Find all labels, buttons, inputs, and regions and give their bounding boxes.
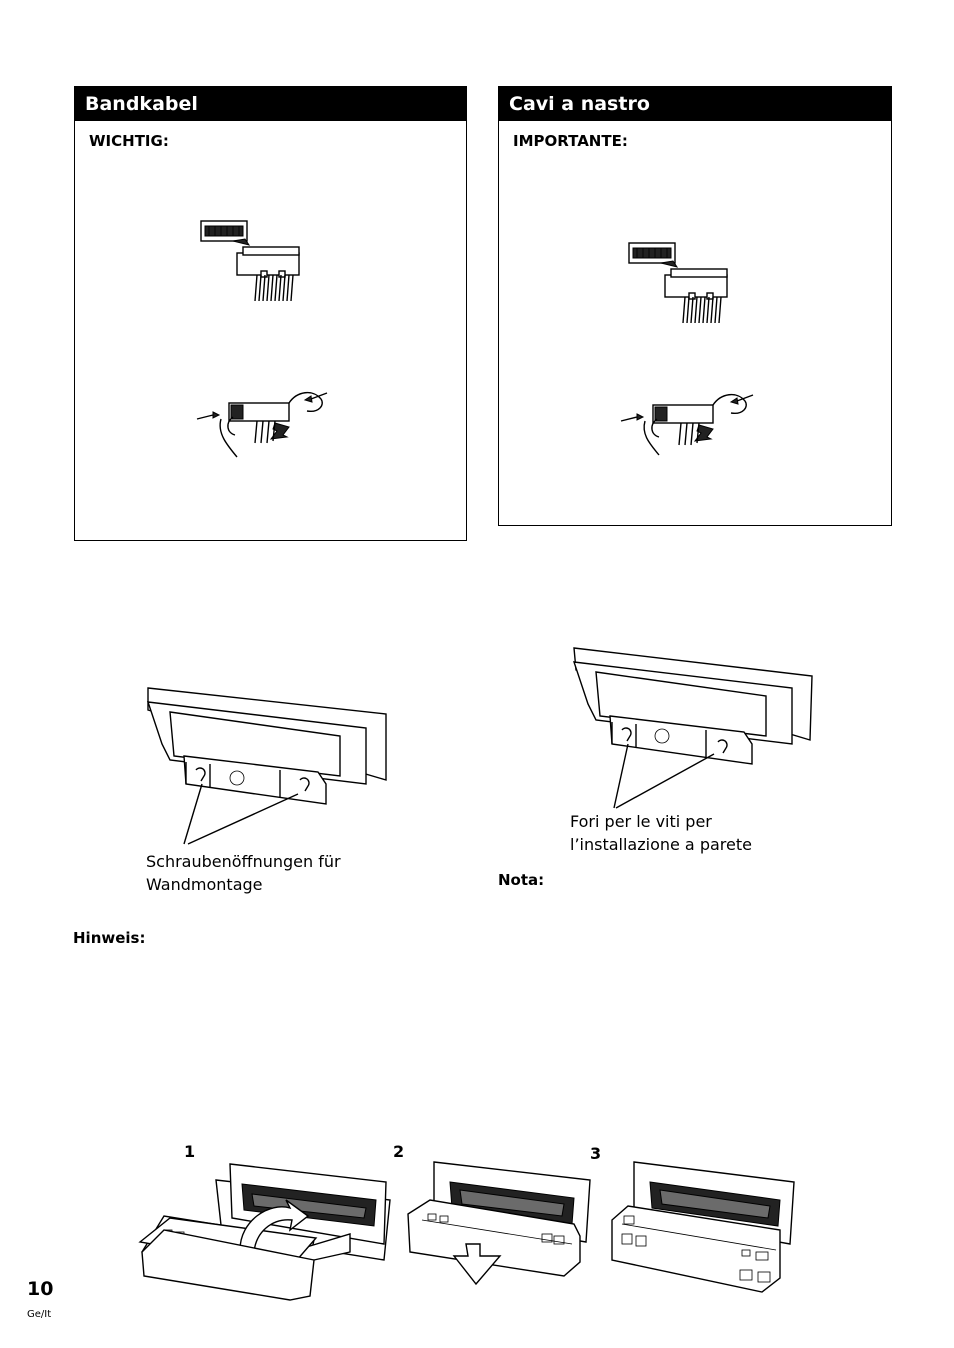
- ribbon-cable-box-italian: Cavi a nastro IMPORTANTE:: [498, 86, 892, 526]
- box-title: Cavi a nastro: [499, 87, 891, 121]
- step-1-illustration: [138, 1163, 391, 1301]
- step-number-3: 3: [590, 1144, 602, 1163]
- connector-insert-illustration: [628, 242, 728, 324]
- connector-remove-illustration: [620, 394, 754, 456]
- note-label-italian: Nota:: [498, 871, 545, 889]
- connector-insert-illustration: [200, 220, 300, 302]
- screw-holes-caption-line2: Wandmontage: [146, 875, 263, 894]
- step-number-1: 1: [184, 1142, 196, 1161]
- note-label-german: Hinweis:: [73, 929, 146, 947]
- connector-remove-illustration: [196, 392, 328, 458]
- wall-mount-stand-illustration-right: [572, 647, 813, 809]
- step-number-2: 2: [393, 1142, 405, 1161]
- screw-holes-caption-line1: Schraubenöffnungen für: [146, 852, 341, 871]
- page-number: 10: [27, 1278, 54, 1300]
- important-label: WICHTIG:: [89, 132, 169, 150]
- step-2-illustration: [407, 1161, 591, 1286]
- wall-mount-stand-illustration-left: [146, 687, 387, 845]
- step-3-illustration: [611, 1161, 795, 1293]
- screw-holes-caption-line2: l’installazione a parete: [570, 835, 752, 854]
- ribbon-cable-box-german: Bandkabel WICHTIG:: [74, 86, 467, 541]
- screw-holes-caption-line1: Fori per le viti per: [570, 812, 712, 831]
- important-label: IMPORTANTE:: [513, 132, 628, 150]
- box-title: Bandkabel: [75, 87, 466, 121]
- language-code: Ge/It: [27, 1309, 52, 1320]
